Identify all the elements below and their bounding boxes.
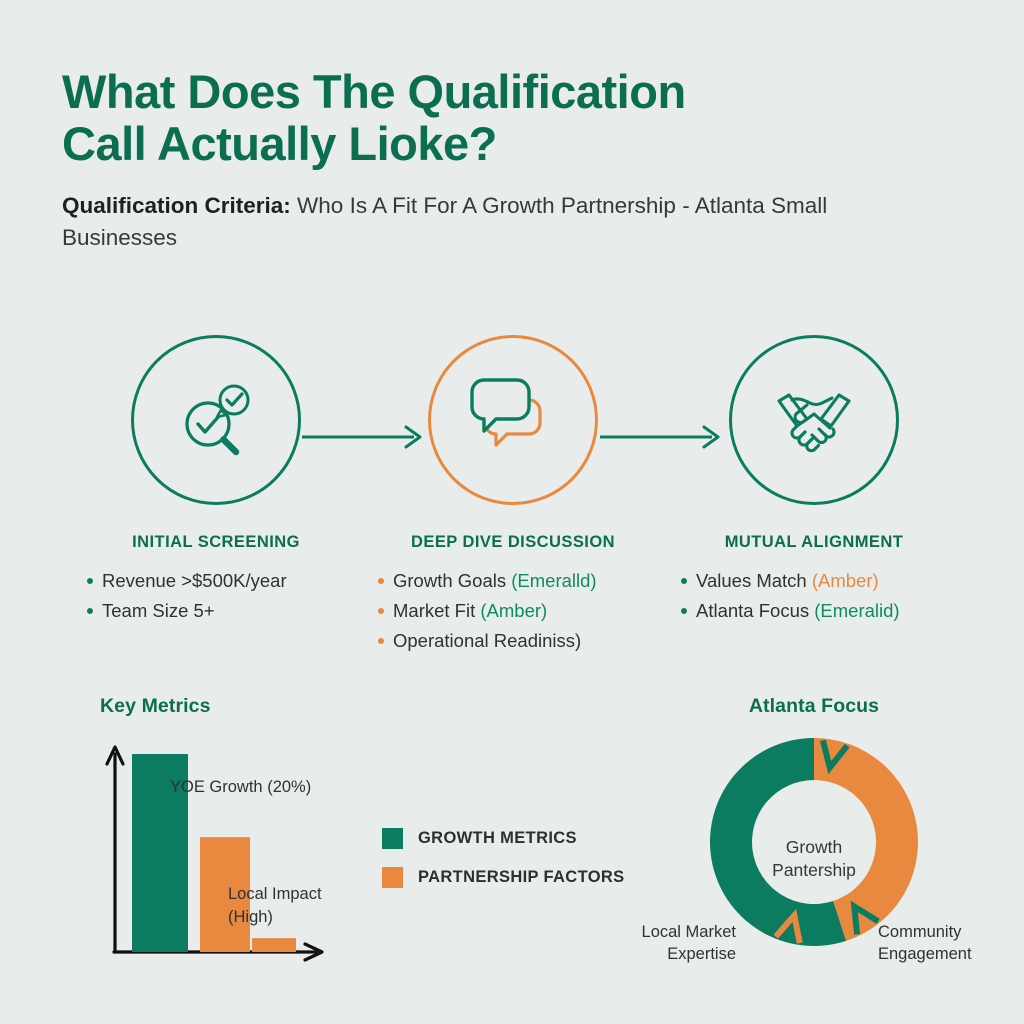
step3-bullets: Values Match (Amber) Atlanta Focus (Emer… <box>664 566 964 626</box>
page-title-line-1: What Does The Qualification <box>62 65 686 118</box>
key-metrics-chart: Key Metrics YOE Growth (20%) Local Impac… <box>100 695 460 968</box>
step1-title: INITIAL SCREENING <box>132 533 300 551</box>
legend-swatch-orange <box>382 867 403 888</box>
atlanta-focus-chart: Atlanta Focus Growth Pantership Local Ma… <box>628 695 1018 982</box>
step3-bullet-1-tag: (Emeralid) <box>814 599 900 621</box>
donut-slice-0 <box>710 738 847 946</box>
list-item: Values Match (Amber) <box>681 566 964 596</box>
bar-chart-plot: YOE Growth (20%) Local Impact (High) <box>100 738 440 968</box>
bar-series <box>132 754 296 952</box>
legend-label-partnership-factors: PARTNERSHIP FACTORS <box>418 868 625 886</box>
step2-circle <box>428 335 598 505</box>
header: What Does The Qualification Call Actuall… <box>62 66 892 254</box>
bar-1 <box>200 837 250 952</box>
donut-chart-svg <box>710 738 919 946</box>
step-mutual-alignment: MUTUAL ALIGNMENT Values Match (Amber) At… <box>664 330 964 626</box>
donut-slices <box>710 738 919 946</box>
page-subtitle: Qualification Criteria: Who Is A Fit For… <box>62 190 832 254</box>
speech-bubbles-icon <box>470 378 542 447</box>
key-metrics-title: Key Metrics <box>100 695 211 717</box>
step-initial-screening: INITIAL SCREENING Revenue >$500K/year Te… <box>66 330 366 626</box>
y-axis-arrowhead <box>105 745 125 766</box>
donut-notch-1 <box>850 900 880 935</box>
process-steps: INITIAL SCREENING Revenue >$500K/year Te… <box>0 330 1024 660</box>
legend-swatch-green <box>382 828 403 849</box>
magnifier-check-icon <box>185 384 250 456</box>
chart-legend: GROWTH METRICS PARTNERSHIP FACTORS <box>382 828 625 906</box>
step3-bullet-0-tag: (Amber) <box>811 570 879 591</box>
arrow-step2-to-step3 <box>600 425 720 449</box>
step2-bullets: Growth Goals (Emeralld) Market Fit (Ambe… <box>363 566 663 656</box>
list-item: Operational Readiniss) <box>378 626 663 656</box>
step3-title: MUTUAL ALIGNMENT <box>724 533 904 551</box>
handshake-icon <box>777 393 851 453</box>
step2-bullet-0-tag: (Emeralld) <box>511 570 597 591</box>
x-axis-arrowhead <box>303 942 324 962</box>
donut-notch-2 <box>773 908 803 944</box>
legend-label-growth-metrics: GROWTH METRICS <box>418 829 577 847</box>
list-item: Revenue >$500K/year <box>87 566 366 596</box>
bar-label-yoe-growth: YOE Growth (20%) <box>170 778 312 796</box>
step1-bullet-1-text: Team Size 5+ <box>102 599 215 621</box>
step3-icon-circle-wrap <box>664 330 964 510</box>
arrow-step1-to-step2 <box>302 425 422 449</box>
step2-bullet-2-text: Operational Readiniss) <box>393 629 582 651</box>
list-item: Growth Goals (Emeralld) <box>378 566 663 596</box>
donut-label-local-market-expertise: Local Market Expertise <box>641 923 736 963</box>
donut-slice-1 <box>814 738 919 941</box>
legend-item-growth-metrics: GROWTH METRICS <box>382 828 625 849</box>
step2-bullet-0-text: Growth Goals <box>393 570 512 591</box>
step1-bullet-0-text: Revenue >$500K/year <box>102 570 287 591</box>
legend-item-partnership-factors: PARTNERSHIP FACTORS <box>382 867 625 888</box>
step2-bullet-1-text: Market Fit <box>393 599 481 621</box>
list-item: Atlanta Focus (Emeralid) <box>681 596 964 626</box>
step2-icon-circle-wrap <box>363 330 663 510</box>
atlanta-focus-title: Atlanta Focus <box>748 695 880 717</box>
donut-chart-plot: Growth Pantership Local Market Expertise… <box>628 732 1000 982</box>
bar-chart-svg <box>105 745 324 962</box>
step1-bullets: Revenue >$500K/year Team Size 5+ <box>66 566 366 626</box>
step2-bullet-1-tag: (Amber) <box>480 599 548 621</box>
list-item: Market Fit (Amber) <box>378 596 663 626</box>
step3-bullet-1-text: Atlanta Focus <box>696 599 815 621</box>
bar-2 <box>252 938 296 952</box>
step1-icon-circle-wrap <box>66 330 366 510</box>
step2-title: DEEP DIVE DISCUSSION <box>411 533 615 551</box>
page-title: What Does The Qualification Call Actuall… <box>62 66 892 169</box>
donut-label-community-engagement: Community Engagement <box>878 923 972 963</box>
list-item: Team Size 5+ <box>87 596 366 626</box>
page-title-line-2: Call Actually Lioke? <box>62 116 497 170</box>
subtitle-lead: Qualification Criteria: <box>62 193 291 219</box>
bar-0 <box>132 754 188 952</box>
subtitle-rest: Who Is A Fit For A Growth Partnership - … <box>62 193 828 251</box>
donut-notch-0 <box>819 739 850 775</box>
step3-circle <box>729 335 899 505</box>
step3-bullet-0-text: Values Match <box>696 570 812 591</box>
bar-label-local-impact: Local Impact (High) <box>228 885 322 926</box>
step1-circle <box>131 335 301 505</box>
step-deep-dive-discussion: DEEP DIVE DISCUSSION Growth Goals (Emera… <box>363 330 663 656</box>
